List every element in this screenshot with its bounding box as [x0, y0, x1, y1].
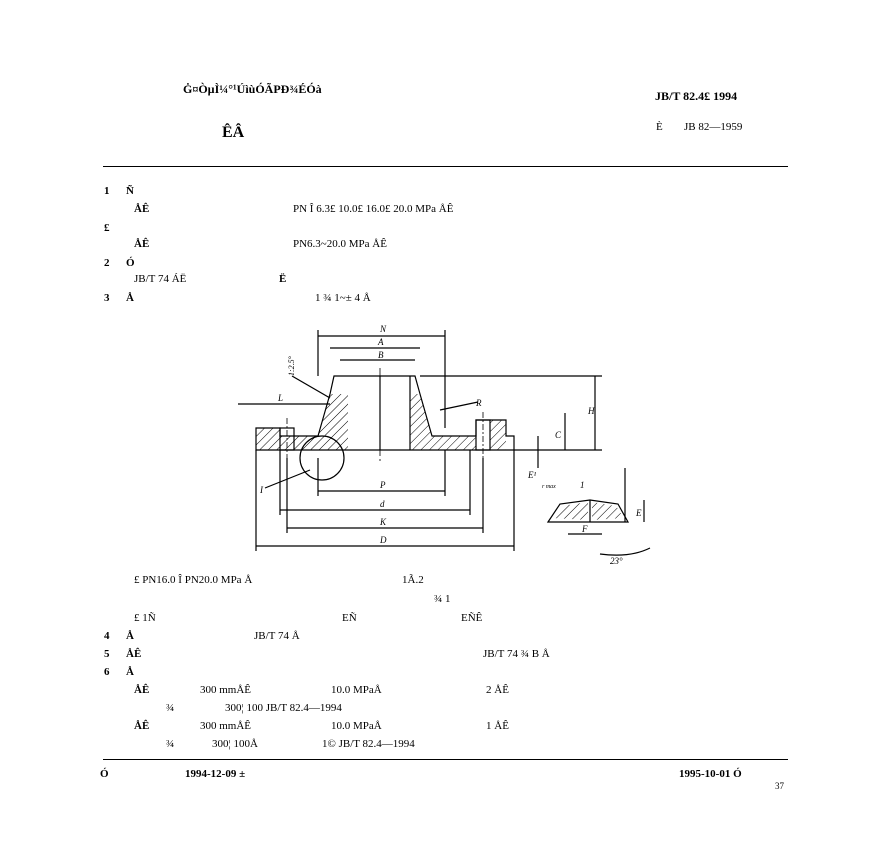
- section-4-label: Å: [126, 630, 134, 642]
- note-1: £ PN16.0 Î PN20.0 MPa Å: [134, 574, 253, 586]
- section-4-num: 4: [104, 630, 110, 642]
- label-E1: E¹: [527, 470, 536, 480]
- line-4-label: ÅÊ: [134, 238, 150, 250]
- row-2-text: 300¦ 100 JB/T 82.4—1994: [225, 702, 342, 714]
- row-1-count: 2 ÅÊ: [486, 684, 509, 696]
- label-N: N: [379, 324, 387, 334]
- note-1-ref: 1Ã.2: [402, 574, 424, 586]
- row-4-mark: ¾: [166, 738, 175, 750]
- row-3-label: ÅÊ: [134, 720, 150, 732]
- row-3-pressure: 10.0 MPaÅ: [331, 720, 382, 732]
- row-3-count: 1 ÅÊ: [486, 720, 509, 732]
- standard-number: JB/T 82.4£ 1994: [655, 89, 738, 103]
- label-D: D: [379, 535, 387, 545]
- row-4-text: 300¦ 100Å: [212, 738, 258, 750]
- line-2-label: ÅÊ: [134, 203, 150, 215]
- label-angle: 1:2.5°: [287, 355, 296, 376]
- section-5-label: ÅÊ: [126, 648, 142, 660]
- page-number: 37: [775, 781, 784, 791]
- note-2: £ 1Ñ: [134, 612, 156, 624]
- line-6-mark: Ë: [279, 273, 287, 285]
- section-1-num: 1: [104, 185, 110, 197]
- row-4-ref: 1© JB/T 82.4—1994: [322, 738, 415, 750]
- label-A: A: [377, 337, 384, 347]
- label-H: H: [587, 406, 595, 416]
- section-6-num: 6: [104, 666, 110, 678]
- section-2-label: Ó: [126, 257, 135, 269]
- line-2-text: PN Î 6.3£ 10.0£ 16.0£ 20.0 MPa ÅÊ: [293, 203, 454, 215]
- label-I: I: [259, 485, 264, 495]
- label-rmax: r max: [542, 484, 556, 490]
- row-3-size: 300 mmÅÊ: [200, 720, 252, 732]
- flange-drawing: N A B L R H C E¹ P d K D I r max 1 E F 2…: [238, 324, 651, 566]
- row-2-mark: ¾: [166, 702, 175, 714]
- section-3-text: 1 ¾ 1~± 4 Å: [315, 292, 371, 304]
- section-6-label: Å: [126, 666, 134, 678]
- label-P: P: [379, 480, 386, 490]
- label-F: F: [581, 524, 588, 534]
- replaces-standard: JB 82—1959: [684, 121, 743, 133]
- label-K: K: [379, 517, 387, 527]
- label-L: L: [277, 393, 283, 403]
- label-d: d: [380, 499, 385, 509]
- row-1-label: ÅÊ: [134, 684, 150, 696]
- section-3-num: 3: [104, 292, 110, 304]
- line-6-text: JB/T 74 ÁË: [134, 273, 187, 285]
- section-5-num: 5: [104, 648, 110, 660]
- label-B: B: [378, 350, 384, 360]
- label-detail-1: 1: [580, 480, 585, 490]
- implementation-date: 1995-10-01 Ó: [679, 768, 742, 780]
- label-23deg: 23°: [610, 556, 623, 566]
- header-rule: [103, 166, 788, 167]
- row-1-pressure: 10.0 MPaÅ: [331, 684, 382, 696]
- footer-rule: [103, 759, 788, 760]
- label-C: C: [555, 430, 562, 440]
- issue-date: 1994-12-09 ±: [185, 768, 246, 780]
- document-title: Ġ¤ÒµÌ¼°¹ÚìùÓÃPÐ¾ÉÓà: [183, 82, 322, 96]
- line-3-num: £: [104, 222, 110, 234]
- section-2-num: 2: [104, 257, 110, 269]
- note-2-e: EÑ: [342, 612, 357, 624]
- replaces-mark: È: [656, 121, 663, 133]
- note-1-table: ¾ 1: [434, 593, 451, 605]
- label-R: R: [475, 398, 482, 408]
- label-E: E: [635, 508, 642, 518]
- section-5-text: JB/T 74 ¾ B Å: [483, 648, 550, 660]
- row-1-size: 300 mmÅÊ: [200, 684, 252, 696]
- line-4-text: PN6.3~20.0 MPa ÅÊ: [293, 238, 387, 250]
- section-4-text: JB/T 74 Å: [254, 630, 300, 642]
- section-3-label: Å: [126, 292, 134, 304]
- footer-left-mark: Ó: [100, 768, 109, 780]
- note-2-e2: EÑÊ: [461, 612, 483, 624]
- section-1-label: Ñ: [126, 185, 134, 197]
- document-subtitle: ÊÂ: [222, 124, 245, 141]
